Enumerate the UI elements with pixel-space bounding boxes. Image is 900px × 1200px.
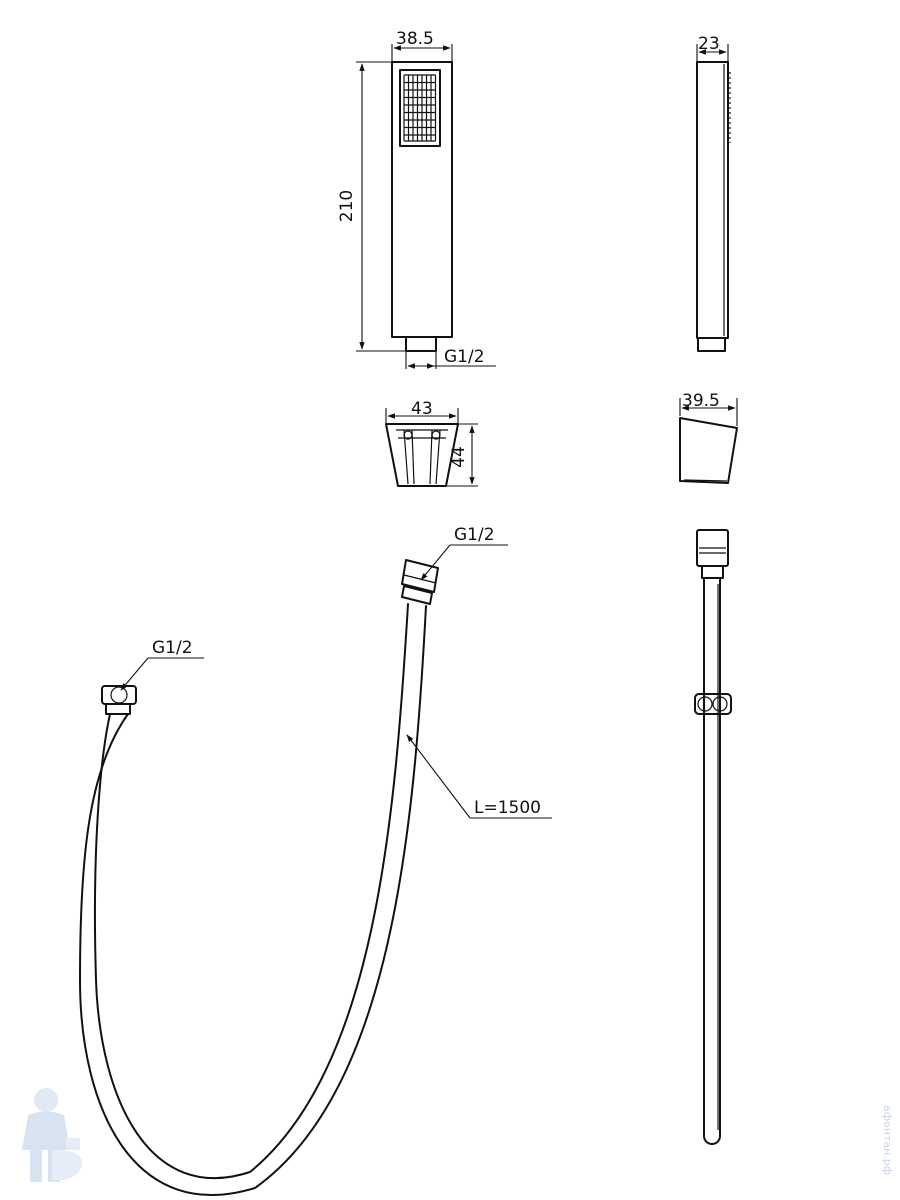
site-watermark: афонтан.рф bbox=[881, 1105, 894, 1175]
plumber-mascot-logo bbox=[22, 1088, 82, 1182]
hose-left-thread-label: G1/2 bbox=[152, 638, 193, 658]
holder-height-label: 44 bbox=[449, 446, 469, 468]
handset-width-label: 38.5 bbox=[396, 29, 434, 49]
hose-length-label: L=1500 bbox=[474, 798, 541, 818]
handset-height-label: 210 bbox=[337, 190, 357, 222]
handset-front-view: 38.5 210 G1/2 bbox=[337, 29, 496, 369]
handset-side-view: 23 bbox=[696, 34, 731, 352]
hose-straight-view bbox=[694, 529, 732, 1145]
hose-curved-view: G1/2 G1/2 L=1500 bbox=[79, 525, 552, 1196]
holder-side-width-label: 39.5 bbox=[682, 391, 720, 411]
handset-thread-label: G1/2 bbox=[444, 347, 485, 367]
spray-face-grid bbox=[403, 74, 437, 142]
hose-top-thread-label: G1/2 bbox=[454, 525, 495, 545]
holder-width-label: 43 bbox=[411, 399, 433, 419]
holder-front-view: 43 44 bbox=[385, 399, 478, 487]
handset-depth-label: 23 bbox=[698, 34, 720, 54]
holder-side-view: 39.5 bbox=[679, 391, 738, 484]
